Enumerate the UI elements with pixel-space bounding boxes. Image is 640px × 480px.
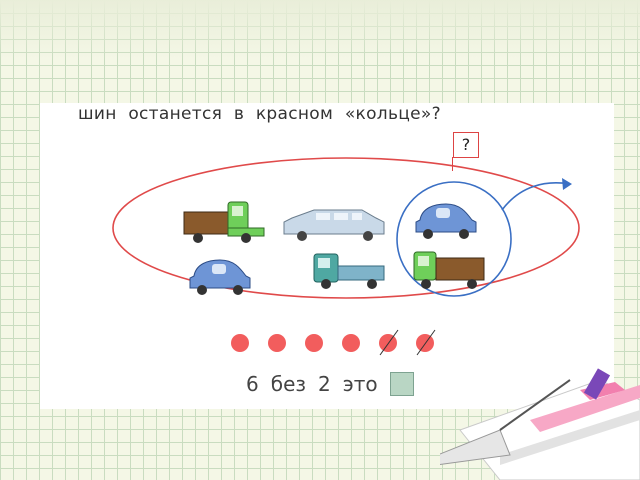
question-connector [452,157,453,171]
answer-question-box: ? [453,132,479,158]
arrow-head-icon [562,178,572,190]
blue-ring [396,181,512,297]
answer-box[interactable] [389,372,414,396]
count-circle-6 [416,334,434,352]
truck-brown-left [183,201,265,243]
count-circle-5 [379,334,397,352]
equation-word-is: это [342,372,378,396]
equation-subtrahend: 2 [318,372,331,396]
counting-circles [231,329,436,356]
teal-truck [313,253,385,289]
count-circle-4 [342,334,360,352]
cross-out-mark-2 [416,329,436,356]
cross-out-mark-1 [379,329,399,356]
equation-minuend: 6 [246,372,259,396]
book-protractor-decoration [440,368,640,480]
count-circle-3 [305,334,323,352]
blue-car-in-blue-ring [415,203,477,239]
red-ring [112,157,580,299]
count-circle-2 [268,334,286,352]
truck-brown-in-blue-ring [413,251,485,289]
blue-car-left [189,259,251,295]
equation: 6 без 2 это [246,372,414,396]
equation-word-without: без [270,372,307,396]
question-text: шин останется в красном «кольце»? [78,104,441,124]
limousine [283,209,385,241]
count-circle-1 [231,334,249,352]
background-shade [0,0,640,60]
